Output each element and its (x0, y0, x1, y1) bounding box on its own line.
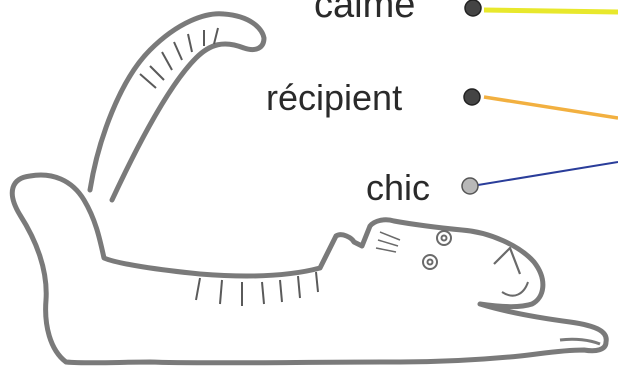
word-calme: calme (314, 0, 415, 24)
connector-line-recipient (484, 97, 618, 118)
dot-recipient[interactable] (464, 89, 480, 105)
dot-calme[interactable] (465, 0, 481, 16)
dot-chic[interactable] (462, 178, 478, 194)
connector-line-chic (478, 162, 618, 185)
word-recipient: récipient (266, 80, 402, 116)
connector-line-calme (484, 10, 618, 12)
cat-tail-outline (90, 14, 264, 200)
word-chic: chic (366, 170, 430, 206)
